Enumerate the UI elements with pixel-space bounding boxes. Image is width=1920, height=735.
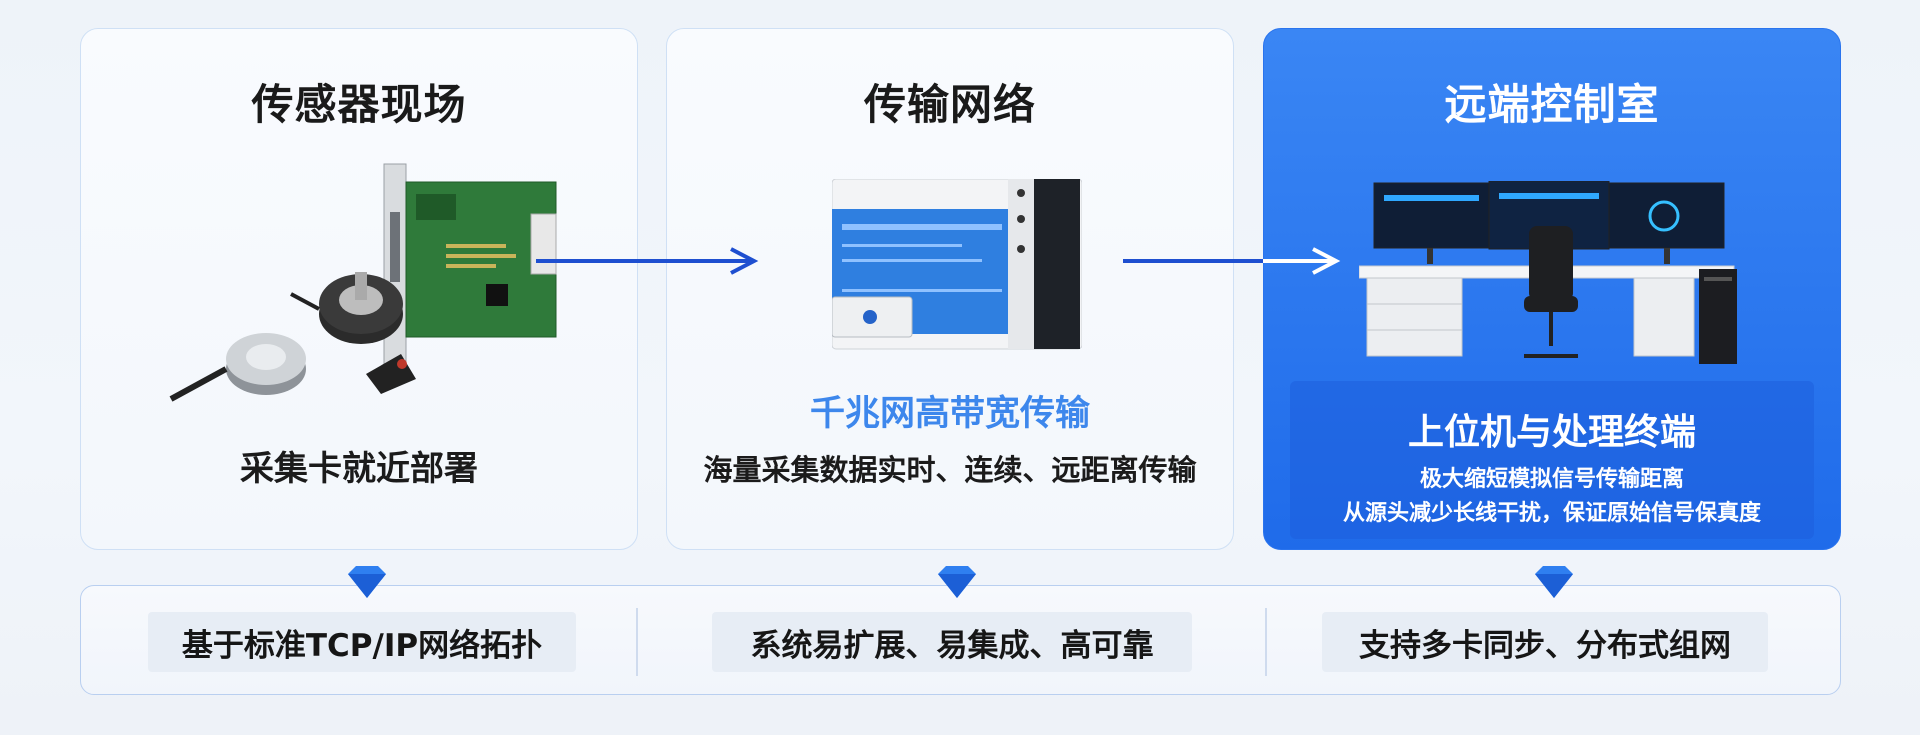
control-room-desk-illustration [1359, 181, 1737, 364]
arrow-right-icon [1123, 247, 1341, 275]
diamond-gem-icon [938, 566, 976, 598]
feature-item-scalable: 系统易扩展、易集成、高可靠 [712, 612, 1192, 672]
network-equipment-illustration [832, 179, 1082, 350]
diamond-gem-icon [348, 566, 386, 598]
divider [636, 608, 638, 676]
arrow-right-icon [536, 247, 759, 275]
panel-title: 传感器现场 [251, 80, 467, 129]
panel-caption-accent: 千兆网高带宽传输 [809, 394, 1090, 434]
caption-line-1: 极大缩短模拟信号传输距离 [1419, 467, 1684, 492]
feature-item-tcp-ip: 基于标准TCP/IP网络拓扑 [148, 612, 576, 672]
daq-card-and-sensors-illustration [169, 163, 557, 402]
panel-sensor-field: 传感器现场 采集卡就近部署 [80, 28, 638, 550]
panel-title: 远端控制室 [1444, 80, 1660, 129]
feature-item-sync: 支持多卡同步、分布式组网 [1322, 612, 1768, 672]
diamond-gem-icon [1535, 566, 1573, 598]
panel-transmission-network: 传输网络 千兆网高带宽传输 海量采集数据实时、连续、远距离传输 [666, 28, 1234, 550]
panel-caption: 海量采集数据实时、连续、远距离传输 [703, 453, 1197, 487]
panel-caption: 采集卡就近部署 [240, 449, 478, 489]
panel-remote-control-room: 远端控制室 上位机与处理终端 极大缩短模拟信号传输距离 从源头减少长线干扰，保证… [1263, 28, 1841, 550]
panel-title: 传输网络 [863, 80, 1036, 129]
caption-panel: 上位机与处理终端 极大缩短模拟信号传输距离 从源头减少长线干扰，保证原始信号保真… [1290, 381, 1814, 539]
caption-heading: 上位机与处理终端 [1407, 412, 1696, 453]
divider [1265, 608, 1267, 676]
caption-line-2: 从源头减少长线干扰，保证原始信号保真度 [1342, 501, 1761, 526]
